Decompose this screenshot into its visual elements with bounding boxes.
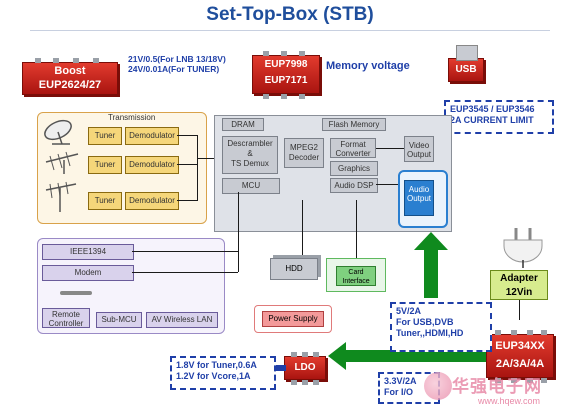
connector bbox=[238, 192, 239, 272]
usb-chip: USB bbox=[448, 45, 484, 82]
video-output-box: Video Output bbox=[404, 136, 434, 162]
remote-line2: Controller bbox=[48, 319, 84, 328]
tuner-box-3: Tuner bbox=[88, 192, 122, 210]
watermark-url: www.hqew.com bbox=[478, 396, 541, 406]
connector bbox=[197, 135, 198, 201]
satellite-dish-icon bbox=[44, 119, 72, 145]
memory-voltage-label: Memory voltage bbox=[326, 60, 410, 72]
usb-note-line2: 2A CURRENT LIMIT bbox=[450, 115, 534, 125]
audio-output-line2: Output bbox=[406, 194, 431, 203]
mpeg-line1: MPEG2 bbox=[289, 143, 318, 152]
connector bbox=[132, 251, 238, 252]
boost-spec: 21V/0.5(For LNB 13/18V) 24V/0.01A(For TU… bbox=[128, 54, 226, 74]
3v3-note-line1: 3.3V/2A bbox=[384, 376, 417, 386]
graphics-box: Graphics bbox=[330, 161, 378, 176]
watermark-text: 华强电子网 bbox=[452, 377, 542, 396]
connector bbox=[376, 184, 398, 185]
boost-chip: Boost EUP2624/27 bbox=[22, 58, 118, 95]
connector bbox=[302, 200, 303, 258]
format-converter-box: Format Converter bbox=[330, 138, 376, 158]
demodulator-box-1: Demodulator bbox=[125, 127, 179, 145]
eup34xx-current: 2A/3A/4A bbox=[495, 358, 545, 370]
tv-antenna-icon bbox=[45, 151, 79, 174]
transmission-label: Transmission bbox=[108, 113, 156, 122]
descrambler-line2: & bbox=[247, 149, 253, 158]
audio-output-line1: Audio bbox=[408, 185, 430, 194]
mcu-box: MCU bbox=[222, 178, 280, 194]
power-plug-icon bbox=[503, 228, 543, 268]
connector bbox=[376, 148, 404, 149]
remote-stick-icon bbox=[60, 291, 92, 295]
demodulator-box-2: Demodulator bbox=[125, 156, 179, 174]
uhf-antenna-icon bbox=[45, 181, 77, 212]
descrambler-box: Descrambler & TS Demux bbox=[222, 136, 278, 174]
page-title: Set-Top-Box (STB) bbox=[206, 4, 374, 25]
video-output-line2: Output bbox=[406, 150, 431, 159]
green-arrow-up-icon bbox=[414, 232, 448, 298]
ldo-chip: LDO bbox=[284, 352, 326, 385]
usb-note: EUP3545 / EUP3546 2A CURRENT LIMIT bbox=[444, 100, 554, 134]
connector bbox=[177, 135, 197, 136]
descrambler-line3: TS Demux bbox=[231, 159, 269, 168]
audio-output-box: Audio Output bbox=[404, 180, 434, 216]
format-line1: Format bbox=[340, 140, 366, 149]
5v-note: 5V/2A For USB,DVB Tuner,,HDMI,HD bbox=[390, 302, 492, 352]
tuner-box-2: Tuner bbox=[88, 156, 122, 174]
video-output-line1: Video bbox=[408, 141, 430, 150]
usb-chip-label: USB bbox=[455, 64, 477, 75]
green-arrow-left-icon bbox=[328, 342, 492, 370]
ldo-note-line1: 1.8V for Tuner,0.6A bbox=[176, 360, 257, 370]
connector bbox=[177, 200, 197, 201]
power-supply-box: Power Supply bbox=[262, 311, 324, 327]
adapter-line2: 12Vin bbox=[505, 287, 533, 298]
memory-chip-part2: EUP7171 bbox=[264, 75, 308, 86]
connector bbox=[356, 200, 357, 258]
av-wireless-lan-box: AV Wireless LAN bbox=[146, 312, 218, 328]
boost-spec-line1: 21V/0.5(For LNB 13/18V) bbox=[128, 54, 226, 64]
boost-chip-part: EUP2624/27 bbox=[38, 79, 102, 91]
memory-chip: EUP7998 EUP7171 bbox=[252, 51, 320, 99]
remote-controller-box: Remote Controller bbox=[42, 308, 90, 328]
flash-memory-box: Flash Memory bbox=[322, 118, 386, 131]
eup34xx-chip: EUP34XX 2A/3A/4A bbox=[486, 330, 554, 383]
connector bbox=[197, 158, 217, 159]
boost-spec-line2: 24V/0.01A(For TUNER) bbox=[128, 64, 220, 74]
card-interface-box: Card Interface bbox=[336, 266, 376, 286]
demodulator-box-3: Demodulator bbox=[125, 192, 179, 210]
connector bbox=[177, 164, 197, 165]
ieee1394-box: IEEE1394 bbox=[42, 244, 134, 260]
ldo-note: 1.8V for Tuner,0.6A 1.2V for Vcore,1A bbox=[170, 356, 276, 390]
eup34xx-part: EUP34XX bbox=[495, 340, 545, 352]
ldo-note-line2: 1.2V for Vcore,1A bbox=[176, 371, 251, 381]
mpeg2-decoder-box: MPEG2 Decoder bbox=[284, 138, 324, 168]
3v3-note-line2: For I/O bbox=[384, 387, 413, 397]
connector bbox=[519, 300, 520, 320]
dram-box: DRAM bbox=[222, 118, 264, 131]
memory-chip-part1: EUP7998 bbox=[264, 59, 308, 70]
card-line1: Card bbox=[348, 269, 364, 276]
5v-note-line1: 5V/2A bbox=[396, 306, 422, 316]
mpeg-line2: Decoder bbox=[288, 153, 320, 162]
title-divider bbox=[30, 30, 550, 31]
sub-mcu-box: Sub-MCU bbox=[96, 312, 142, 328]
adapter-box: Adapter 12Vin bbox=[490, 270, 548, 300]
audio-dsp-box: Audio DSP bbox=[330, 178, 378, 193]
descrambler-line1: Descrambler bbox=[227, 139, 273, 148]
card-line2: Interface bbox=[342, 278, 370, 285]
modem-box: Modem bbox=[42, 265, 134, 281]
ldo-label: LDO bbox=[294, 362, 316, 373]
5v-note-line2: For USB,DVB bbox=[396, 317, 454, 327]
tuner-box-1: Tuner bbox=[88, 127, 122, 145]
hdd-box: HDD bbox=[270, 258, 318, 280]
hdd-label: HDD bbox=[285, 264, 303, 273]
watermark-logo bbox=[424, 372, 452, 400]
format-line2: Converter bbox=[335, 149, 371, 158]
remote-line1: Remote bbox=[51, 310, 80, 319]
connector bbox=[132, 272, 238, 273]
5v-note-line3: Tuner,,HDMI,HD bbox=[396, 328, 464, 338]
boost-chip-title: Boost bbox=[54, 65, 86, 77]
usb-note-line1: EUP3545 / EUP3546 bbox=[450, 104, 535, 114]
adapter-line1: Adapter bbox=[500, 273, 538, 284]
